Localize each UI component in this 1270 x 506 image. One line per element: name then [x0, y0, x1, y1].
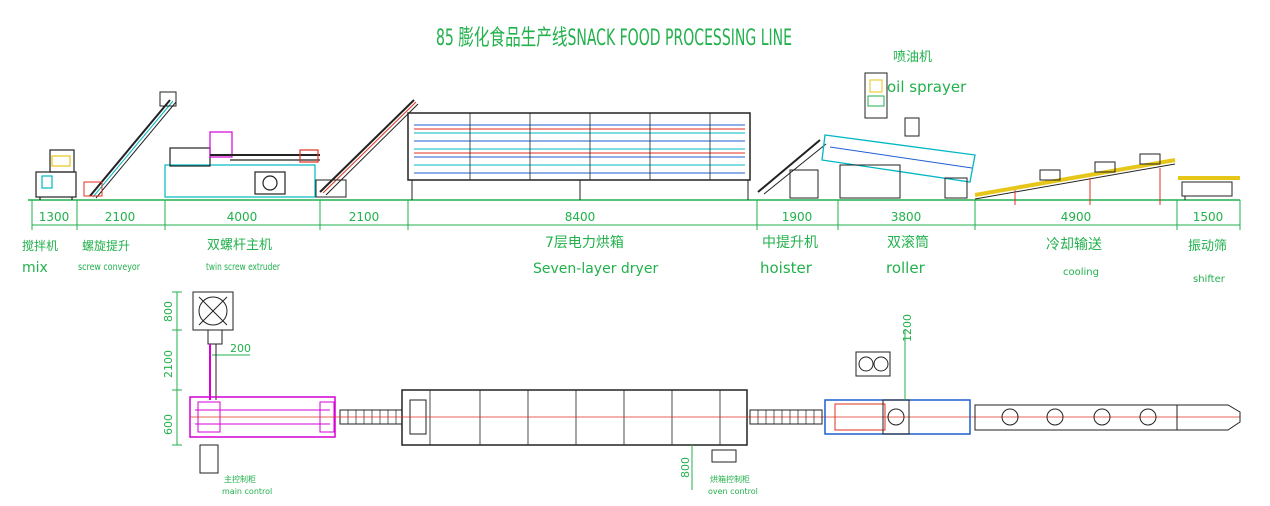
dim-roller: 3800 [891, 210, 922, 224]
label-dryer-en: Seven-layer dryer [533, 261, 658, 277]
diagram-title: 85 膨化食品生产线SNACK FOOD PROCESSING LINE [436, 26, 792, 51]
label-roller-en: roller [886, 259, 926, 277]
feeding-conveyor-machine [315, 99, 419, 198]
hoister-machine [757, 139, 827, 199]
label-mixer-cn: 搅拌机 [22, 238, 58, 253]
oil-sprayer-en-label: oil sprayer [887, 78, 967, 96]
label-hoister-en: hoister [760, 259, 813, 277]
plan-dim-2100: 2100 [162, 350, 175, 378]
twin-screw-extruder-machine [164, 131, 320, 198]
label-roller-cn: 双滚筒 [887, 234, 929, 251]
plan-main-control-cn: 主控制柜 [224, 474, 256, 484]
plan-oven-control-en: oven control [708, 487, 758, 496]
screw-conveyor-machine [83, 91, 177, 199]
plan-dim-200: 200 [230, 342, 251, 355]
label-shifter-cn: 振动筛 [1188, 239, 1227, 254]
dim-dryer: 8400 [565, 210, 596, 224]
dim-mixer: 1300 [39, 210, 70, 224]
label-cooling-cn: 冷却输送 [1046, 237, 1102, 253]
label-extruder-cn: 双螺杆主机 [207, 238, 272, 253]
oil-sprayer-cn-label: 喷油机 [893, 50, 932, 65]
dim-screw-conveyor: 2100 [105, 210, 136, 224]
label-extruder-en: twin screw extruder [206, 262, 281, 273]
dim-shifter: 1500 [1193, 210, 1224, 224]
label-shifter-en: shifter [1193, 274, 1226, 285]
elevation-view: 1300 2100 4000 2100 8400 1900 3800 4900 … [22, 72, 1241, 285]
plan-oven-control-cn: 烘箱控制柜 [710, 474, 750, 484]
label-screw-conveyor-en: screw conveyor [78, 262, 141, 273]
label-cooling-en: cooling [1063, 267, 1099, 278]
label-dryer-cn: 7层电力烘箱 [545, 235, 624, 251]
shifter-machine [1178, 176, 1240, 200]
dim-extruder: 4000 [227, 210, 258, 224]
label-hoister-cn: 中提升机 [762, 235, 818, 251]
mixer-machine [35, 149, 77, 200]
cooling-conveyor-machine [974, 153, 1176, 205]
dim-cooling: 4900 [1061, 210, 1092, 224]
label-mixer-en: mix [22, 260, 48, 276]
plan-view: 800 2100 600 200 主控制柜 main control [162, 291, 1241, 496]
seven-layer-dryer-machine [407, 112, 751, 200]
dim-hoister: 1900 [782, 210, 813, 224]
plan-dim-800b: 800 [679, 457, 692, 478]
plan-dim-600: 600 [162, 414, 175, 435]
plan-dim-1200: 1200 [901, 314, 914, 342]
plan-dim-800: 800 [162, 301, 175, 322]
roller-machine [821, 72, 976, 199]
plan-main-control-en: main control [222, 487, 272, 496]
dim-feeding-conveyor: 2100 [349, 210, 380, 224]
label-screw-conveyor-cn: 螺旋提升 [82, 238, 130, 253]
